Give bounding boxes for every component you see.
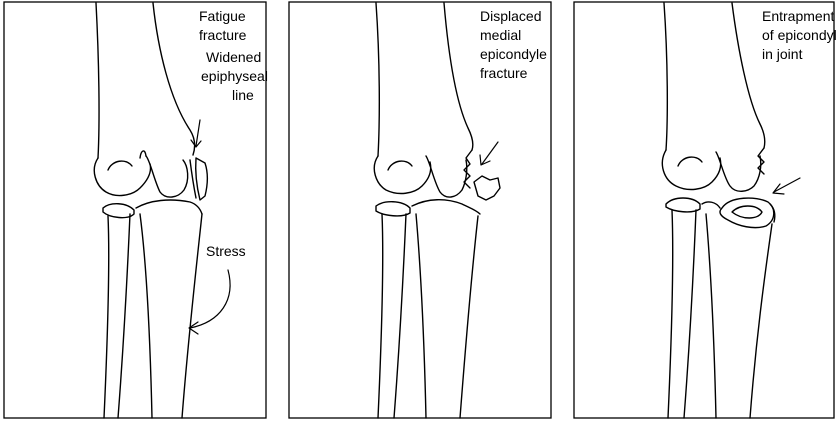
- fatigue-label: Fatigue fracture: [199, 8, 250, 43]
- capitulum-line: [678, 157, 702, 166]
- radius-medial: [394, 214, 406, 418]
- displaced-epicondyle-fragment: [474, 176, 500, 200]
- ulna-articular-lateral: [702, 202, 720, 208]
- stress-arrow: [190, 270, 230, 328]
- entrapped-epicondyle: [720, 198, 774, 228]
- medial-epicondyle-fragment: [196, 158, 208, 200]
- radius-medial: [684, 210, 696, 418]
- fracture-edge: [464, 150, 472, 188]
- radial-head: [666, 198, 700, 212]
- stress-label: Stress: [206, 243, 246, 259]
- panel-entrapment: Entrapment of epicondyle in joint: [574, 2, 837, 418]
- entrapment-arrow: [774, 178, 800, 192]
- humerus-shaft-medial: [153, 3, 195, 155]
- epiphyseal-label: Widened epiphyseal line: [201, 49, 272, 103]
- ulna-medial: [182, 214, 202, 418]
- ulna-medial: [750, 224, 772, 418]
- humerus-shaft-medial: [732, 3, 765, 148]
- ulna-medial: [460, 216, 478, 418]
- trochlea: [716, 152, 761, 191]
- ulna-lateral: [706, 214, 716, 418]
- olecranon-fossa-line: [140, 151, 146, 158]
- displaced-label: Displaced medial epicondyle fracture: [480, 8, 551, 81]
- panel-frame: [574, 2, 834, 418]
- radius-lateral: [668, 210, 673, 418]
- panel-fatigue-fracture: Fatigue fracture Widened epiphyseal line…: [4, 2, 272, 418]
- lateral-condyle: [662, 150, 720, 189]
- capitulum-line: [108, 161, 132, 170]
- radius-lateral: [104, 216, 109, 418]
- ulna-lateral: [140, 214, 152, 418]
- humerus-shaft-medial: [444, 3, 473, 150]
- humerus-shaft-lateral: [376, 3, 379, 156]
- trochlea: [426, 156, 467, 197]
- radius-medial: [118, 214, 130, 418]
- trochlea: [146, 156, 188, 197]
- humerus-shaft-lateral: [664, 3, 667, 150]
- ulna-lateral: [416, 214, 426, 418]
- ulna-articular: [136, 200, 202, 214]
- radius-lateral: [378, 214, 383, 418]
- radial-head: [376, 202, 410, 216]
- capitulum-line: [388, 161, 412, 170]
- panel-displaced-epicondyle: Displaced medial epicondyle fracture: [289, 2, 551, 418]
- lateral-condyle: [94, 158, 150, 195]
- entrapment-label: Entrapment of epicondyle in joint: [762, 8, 837, 62]
- humerus-shaft-lateral: [96, 3, 99, 158]
- ulna-articular: [412, 200, 480, 214]
